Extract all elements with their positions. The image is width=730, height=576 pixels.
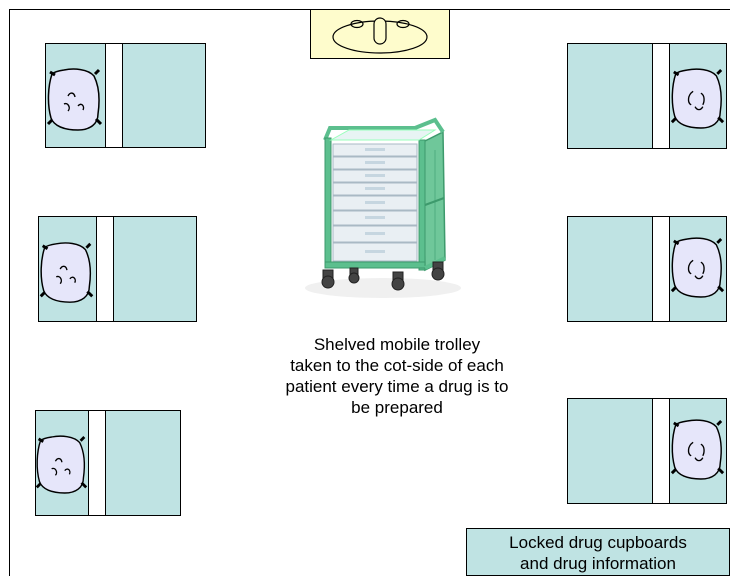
sink-icon <box>332 17 428 54</box>
caption-line-1: Shelved mobile trolley <box>313 335 481 354</box>
caption-line-2: taken to the cot-side of each <box>290 356 504 375</box>
left-wall <box>9 9 10 576</box>
cot-right-1-rail <box>652 43 670 149</box>
trolley-caption: Shelved mobile trolley taken to the cot-… <box>252 334 542 418</box>
pillow-icon <box>39 242 94 303</box>
pillow-icon <box>46 68 103 131</box>
cot-left-3-rail <box>88 410 106 516</box>
pillow-icon <box>670 419 725 480</box>
drug-cupboard-box: Locked drug cupboards and drug informati… <box>466 528 730 576</box>
cot-left-2-rail <box>96 216 114 322</box>
pillow-icon <box>35 435 88 494</box>
cot-left-1-rail <box>105 43 123 148</box>
caption-line-4: be prepared <box>351 398 443 417</box>
sink <box>310 9 450 59</box>
pillow-icon <box>670 68 725 129</box>
caption-line-3: patient every time a drug is to <box>285 377 509 396</box>
cupboard-line-1: Locked drug cupboards <box>509 533 687 552</box>
cot-right-3-rail <box>652 398 670 504</box>
trolley-icon <box>305 117 461 298</box>
cot-right-2-rail <box>652 216 670 322</box>
cupboard-line-2: and drug information <box>520 554 676 573</box>
pillow-icon <box>670 237 725 298</box>
